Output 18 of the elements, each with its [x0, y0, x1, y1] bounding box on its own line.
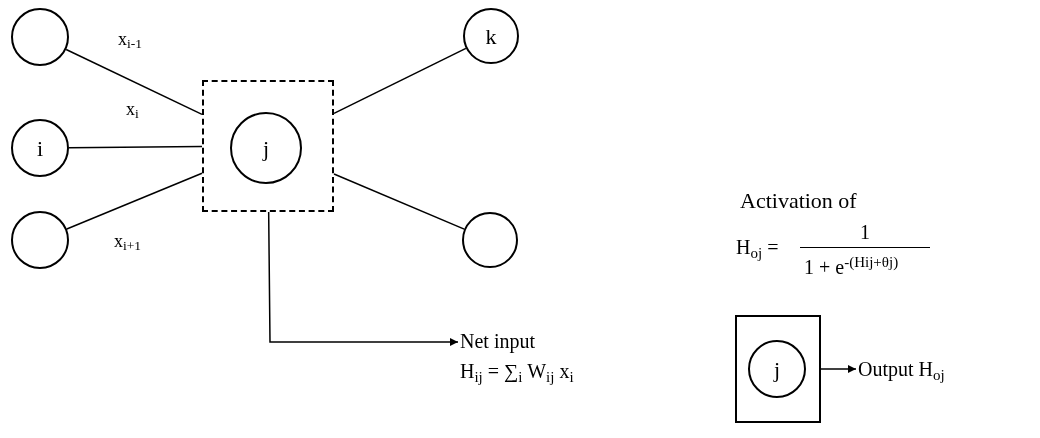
node-label: Output H$_{oj}$: [858, 357, 946, 384]
formula: H$_{ij}$ = ∑$_{i}$ W$_{ij}$ x$_{i}$: [460, 359, 575, 386]
node-label: i: [36, 134, 44, 163]
formula: H$_{oj}$ =: [736, 235, 779, 262]
numerator: 1: [860, 222, 870, 242]
connection-line: [65, 48, 203, 116]
arrow: [267, 211, 459, 346]
node-label: Net input: [460, 329, 536, 355]
denominator: 1 + e$^{-(Hij+θj)}$: [804, 252, 899, 280]
node-label: k: [485, 22, 497, 51]
arrow: [820, 365, 857, 373]
node-label: j: [773, 355, 781, 384]
dashed-box: [202, 80, 334, 212]
connection-line: [66, 172, 203, 230]
connection-line: [68, 145, 203, 149]
node-label: j: [262, 134, 270, 163]
neuron-box: [735, 315, 821, 423]
caption-text: Activation of: [740, 187, 857, 215]
